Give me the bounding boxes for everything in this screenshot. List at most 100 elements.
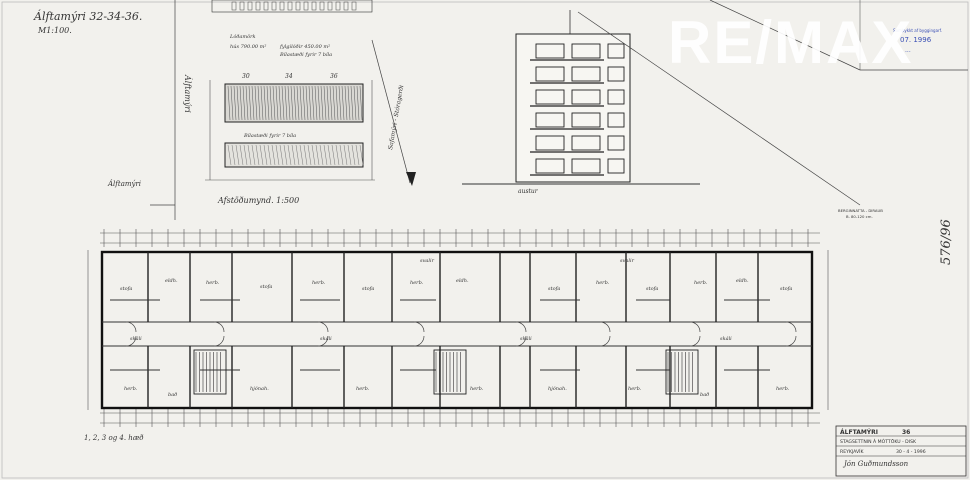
site-hatch-line xyxy=(327,144,332,166)
site-plan: Lóðamörk hús 790.00 m² fylgilóðir 450.00… xyxy=(205,0,416,205)
room-label: herb. xyxy=(312,280,326,286)
site-hatch-line xyxy=(314,85,318,121)
door-swing xyxy=(125,335,137,347)
room-label: herb. xyxy=(356,386,370,392)
floor-label: 1, 2, 3 og 4. hæð xyxy=(84,434,144,442)
site-hatch-line xyxy=(305,85,309,121)
site-hatch-line xyxy=(359,85,363,121)
elevation-window xyxy=(571,135,601,151)
stamp-line-3: ... xyxy=(905,47,911,54)
site-hatch-line xyxy=(332,85,336,121)
room-label: bað xyxy=(168,391,177,398)
room-label: stofa xyxy=(548,286,560,292)
site-hatch-line xyxy=(341,85,345,121)
site-hatch-line xyxy=(296,85,300,121)
room-label: stofa xyxy=(260,284,272,290)
site-hatch-line xyxy=(239,85,243,121)
site-parking-bay xyxy=(239,1,245,11)
site-hatch-line xyxy=(231,144,236,166)
site-hatch-line xyxy=(227,85,231,121)
room-label: bað xyxy=(700,391,709,398)
elevation-window xyxy=(535,43,565,59)
site-parking-note: Bílastæði fyrir 7 bíla xyxy=(243,132,296,139)
title-block-name: ÁLFTAMÝRI xyxy=(840,429,878,436)
site-hatch-line xyxy=(248,85,252,121)
site-hatch-line xyxy=(227,144,232,166)
site-hatch-line xyxy=(287,85,291,121)
room-label: eldh. xyxy=(165,278,178,284)
site-hatch-line xyxy=(303,144,308,166)
site-hatch-line xyxy=(284,85,288,121)
site-hatch-line xyxy=(281,85,285,121)
site-hatch-line xyxy=(315,144,320,166)
site-hatch-line xyxy=(317,85,321,121)
elevation-window xyxy=(571,66,601,82)
door-swing xyxy=(125,321,137,333)
site-hatch-line xyxy=(319,144,324,166)
room-label: herb. xyxy=(124,386,138,392)
site-hatch-line xyxy=(271,144,276,166)
site-hatch-line xyxy=(291,144,296,166)
room-label: herb. xyxy=(694,280,708,286)
site-hatch-line xyxy=(251,144,256,166)
site-hatch-line xyxy=(283,144,288,166)
door-swing xyxy=(689,335,701,347)
site-hatch-line xyxy=(257,85,261,121)
site-number-34: 34 xyxy=(285,73,293,80)
site-hatch-line xyxy=(299,144,304,166)
site-hatch-line xyxy=(263,144,268,166)
elevation-window xyxy=(607,112,625,128)
room-label: stofa xyxy=(646,286,658,292)
sheet-fold-line-2 xyxy=(709,0,861,71)
door-swing xyxy=(413,335,425,347)
elevation-window xyxy=(607,89,625,105)
site-number-36: 36 xyxy=(330,73,338,80)
site-hatch-line xyxy=(233,85,237,121)
door-swing xyxy=(317,321,329,333)
site-hatch-line xyxy=(311,144,316,166)
site-number-30: 30 xyxy=(242,73,250,80)
site-parking-bay xyxy=(279,1,285,11)
room-label: eldh. xyxy=(736,278,749,284)
room-label: herb. xyxy=(206,280,220,286)
site-side-label: Álftamýri xyxy=(183,74,192,113)
elevation-window xyxy=(535,112,565,128)
site-hatch-line xyxy=(302,85,306,121)
site-hatch-line xyxy=(331,144,336,166)
door-swing xyxy=(213,321,225,333)
site-parking-bay xyxy=(255,1,261,11)
door-swing xyxy=(515,321,527,333)
site-hatch-line xyxy=(254,85,258,121)
site-hatch-line xyxy=(329,85,333,121)
site-hatch-line xyxy=(339,144,344,166)
elevation-window xyxy=(607,66,625,82)
site-note-3: fylgilóðir 450.00 m² xyxy=(279,43,330,50)
title-block-city: REYKJAVÍK xyxy=(840,448,865,455)
site-hatch-line xyxy=(269,85,273,121)
site-parking-bay xyxy=(271,1,277,11)
elevation-window xyxy=(535,66,565,82)
door-swing xyxy=(689,321,701,333)
site-hatch-line xyxy=(356,85,360,121)
floor-plan: stofa eldh. herb. stofa herb. stofa herb. eldh.… xyxy=(87,229,829,427)
street-label: Álftamýri xyxy=(107,179,141,188)
stairwell xyxy=(665,349,699,395)
legend-line-2: B. 80-120 cm. xyxy=(846,214,873,219)
stamp-line-1: Samþykkt af byggingarf. xyxy=(893,28,942,33)
site-hatch-line xyxy=(279,144,284,166)
elevation-window xyxy=(535,89,565,105)
site-hatch-line xyxy=(307,144,312,166)
door-swing xyxy=(599,321,611,333)
stamp-line-2: 07. 1996 xyxy=(900,36,932,44)
site-hatch-line xyxy=(260,85,264,121)
room-label: skáli xyxy=(320,335,332,342)
site-parking-bay xyxy=(295,1,301,11)
site-hatch-line xyxy=(344,85,348,121)
north-arrow-icon xyxy=(406,172,416,186)
elevation-window xyxy=(535,158,565,174)
site-hatch-line xyxy=(230,85,234,121)
site-hatch-line xyxy=(326,85,330,121)
site-hatch-line xyxy=(287,144,292,166)
